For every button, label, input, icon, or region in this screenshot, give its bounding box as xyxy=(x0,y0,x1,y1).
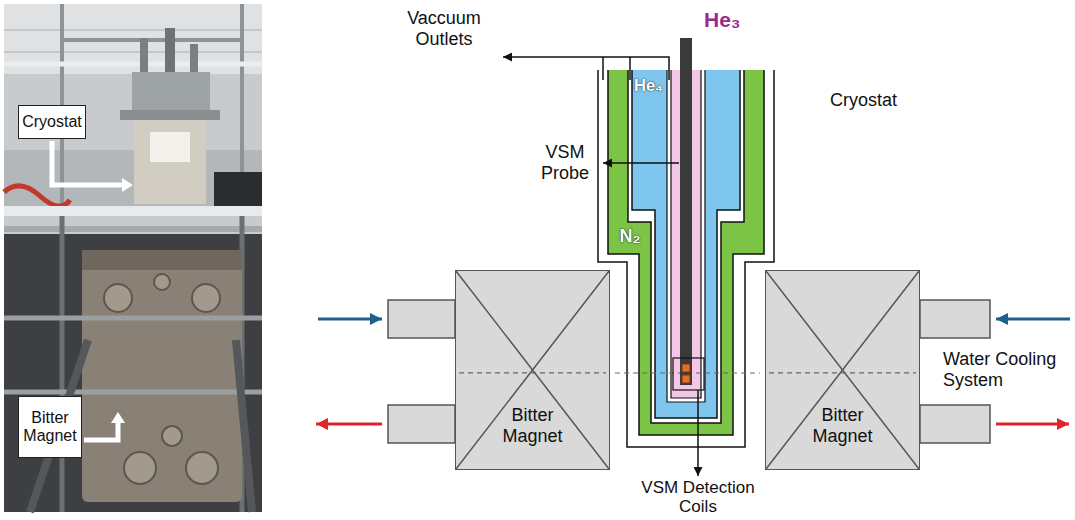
magnet-diagonal xyxy=(456,271,609,469)
probe-leader xyxy=(603,162,679,164)
coils-label: VSM Detection Coils xyxy=(628,479,768,516)
helium4-label: He₄ xyxy=(634,76,663,95)
red-cable xyxy=(4,186,70,206)
cryostat-dewar xyxy=(134,120,206,204)
vsm-probe-rod xyxy=(680,38,692,385)
magnet-diagonal xyxy=(766,271,919,469)
photo-ceiling xyxy=(4,4,262,74)
platform-rail xyxy=(4,226,262,232)
frame-rail xyxy=(4,62,262,67)
photo-arrow xyxy=(84,422,118,440)
magnet-label: Bitter Magnet xyxy=(487,405,579,446)
callout-text: Bitter Magnet xyxy=(22,409,78,446)
ceiling-line xyxy=(4,51,262,53)
bitter-magnet: Bitter Magnet xyxy=(455,270,610,470)
cooling-pipe xyxy=(920,300,990,338)
port xyxy=(162,426,182,446)
magnet-diagonal xyxy=(766,271,919,469)
frame-post xyxy=(60,216,65,512)
coil-frame xyxy=(673,358,704,390)
dewar-sticker xyxy=(150,132,190,162)
cryostat-plate xyxy=(120,110,220,120)
port xyxy=(192,284,220,312)
field-center-line xyxy=(769,372,916,373)
photo-callout: Bitter Magnet xyxy=(18,396,82,458)
callout-text: Cryostat xyxy=(22,113,82,131)
magnet-housing xyxy=(82,250,242,502)
coil-leader xyxy=(697,390,699,476)
photo-arrow xyxy=(52,141,124,185)
cooling-pipe xyxy=(388,300,455,338)
vacuum-outlet-line xyxy=(602,57,604,80)
port xyxy=(154,274,170,290)
frame-rail xyxy=(4,390,262,395)
photo-callout: Cryostat xyxy=(18,105,86,139)
black-box xyxy=(214,172,262,206)
magnet-flange xyxy=(82,250,242,270)
nitrogen-label: N₂ xyxy=(612,226,648,247)
port xyxy=(104,284,132,312)
photo-background xyxy=(4,4,262,512)
probe-label: VSM Probe xyxy=(533,142,597,183)
photo-wall-lower xyxy=(4,150,262,206)
cooling-pipe xyxy=(920,405,990,443)
bitter-magnet: Bitter Magnet xyxy=(765,270,920,470)
ceiling-line xyxy=(4,29,262,31)
vacuum-outlet-line xyxy=(629,57,631,80)
support-leg xyxy=(236,340,252,512)
water-out-arrow xyxy=(316,423,382,426)
field-center-line xyxy=(459,372,606,373)
detection-coil xyxy=(682,364,690,372)
water-out-arrow xyxy=(996,423,1069,426)
photo-arrowhead xyxy=(122,178,133,192)
cooling-label: Water Cooling System xyxy=(943,349,1063,390)
cryostat-label: Cryostat xyxy=(830,90,897,111)
cryostat-head xyxy=(132,72,210,110)
detection-coil xyxy=(682,375,690,383)
frame-rail xyxy=(62,38,242,42)
platform-rail xyxy=(4,206,262,216)
helium3-label: He₃ xyxy=(704,8,741,32)
frame-rail xyxy=(4,316,262,321)
photo-arrowhead xyxy=(111,412,125,423)
water-in-arrow xyxy=(996,318,1070,321)
cooling-pipe xyxy=(388,405,455,443)
magnet-label: Bitter Magnet xyxy=(797,405,889,446)
magnet-diagonal xyxy=(456,271,609,469)
port xyxy=(186,452,218,484)
water-in-arrow xyxy=(318,318,382,321)
port xyxy=(124,452,156,484)
photo-wall xyxy=(4,4,262,234)
vacuum-outlets-label: Vaccuum Outlets xyxy=(396,8,492,49)
